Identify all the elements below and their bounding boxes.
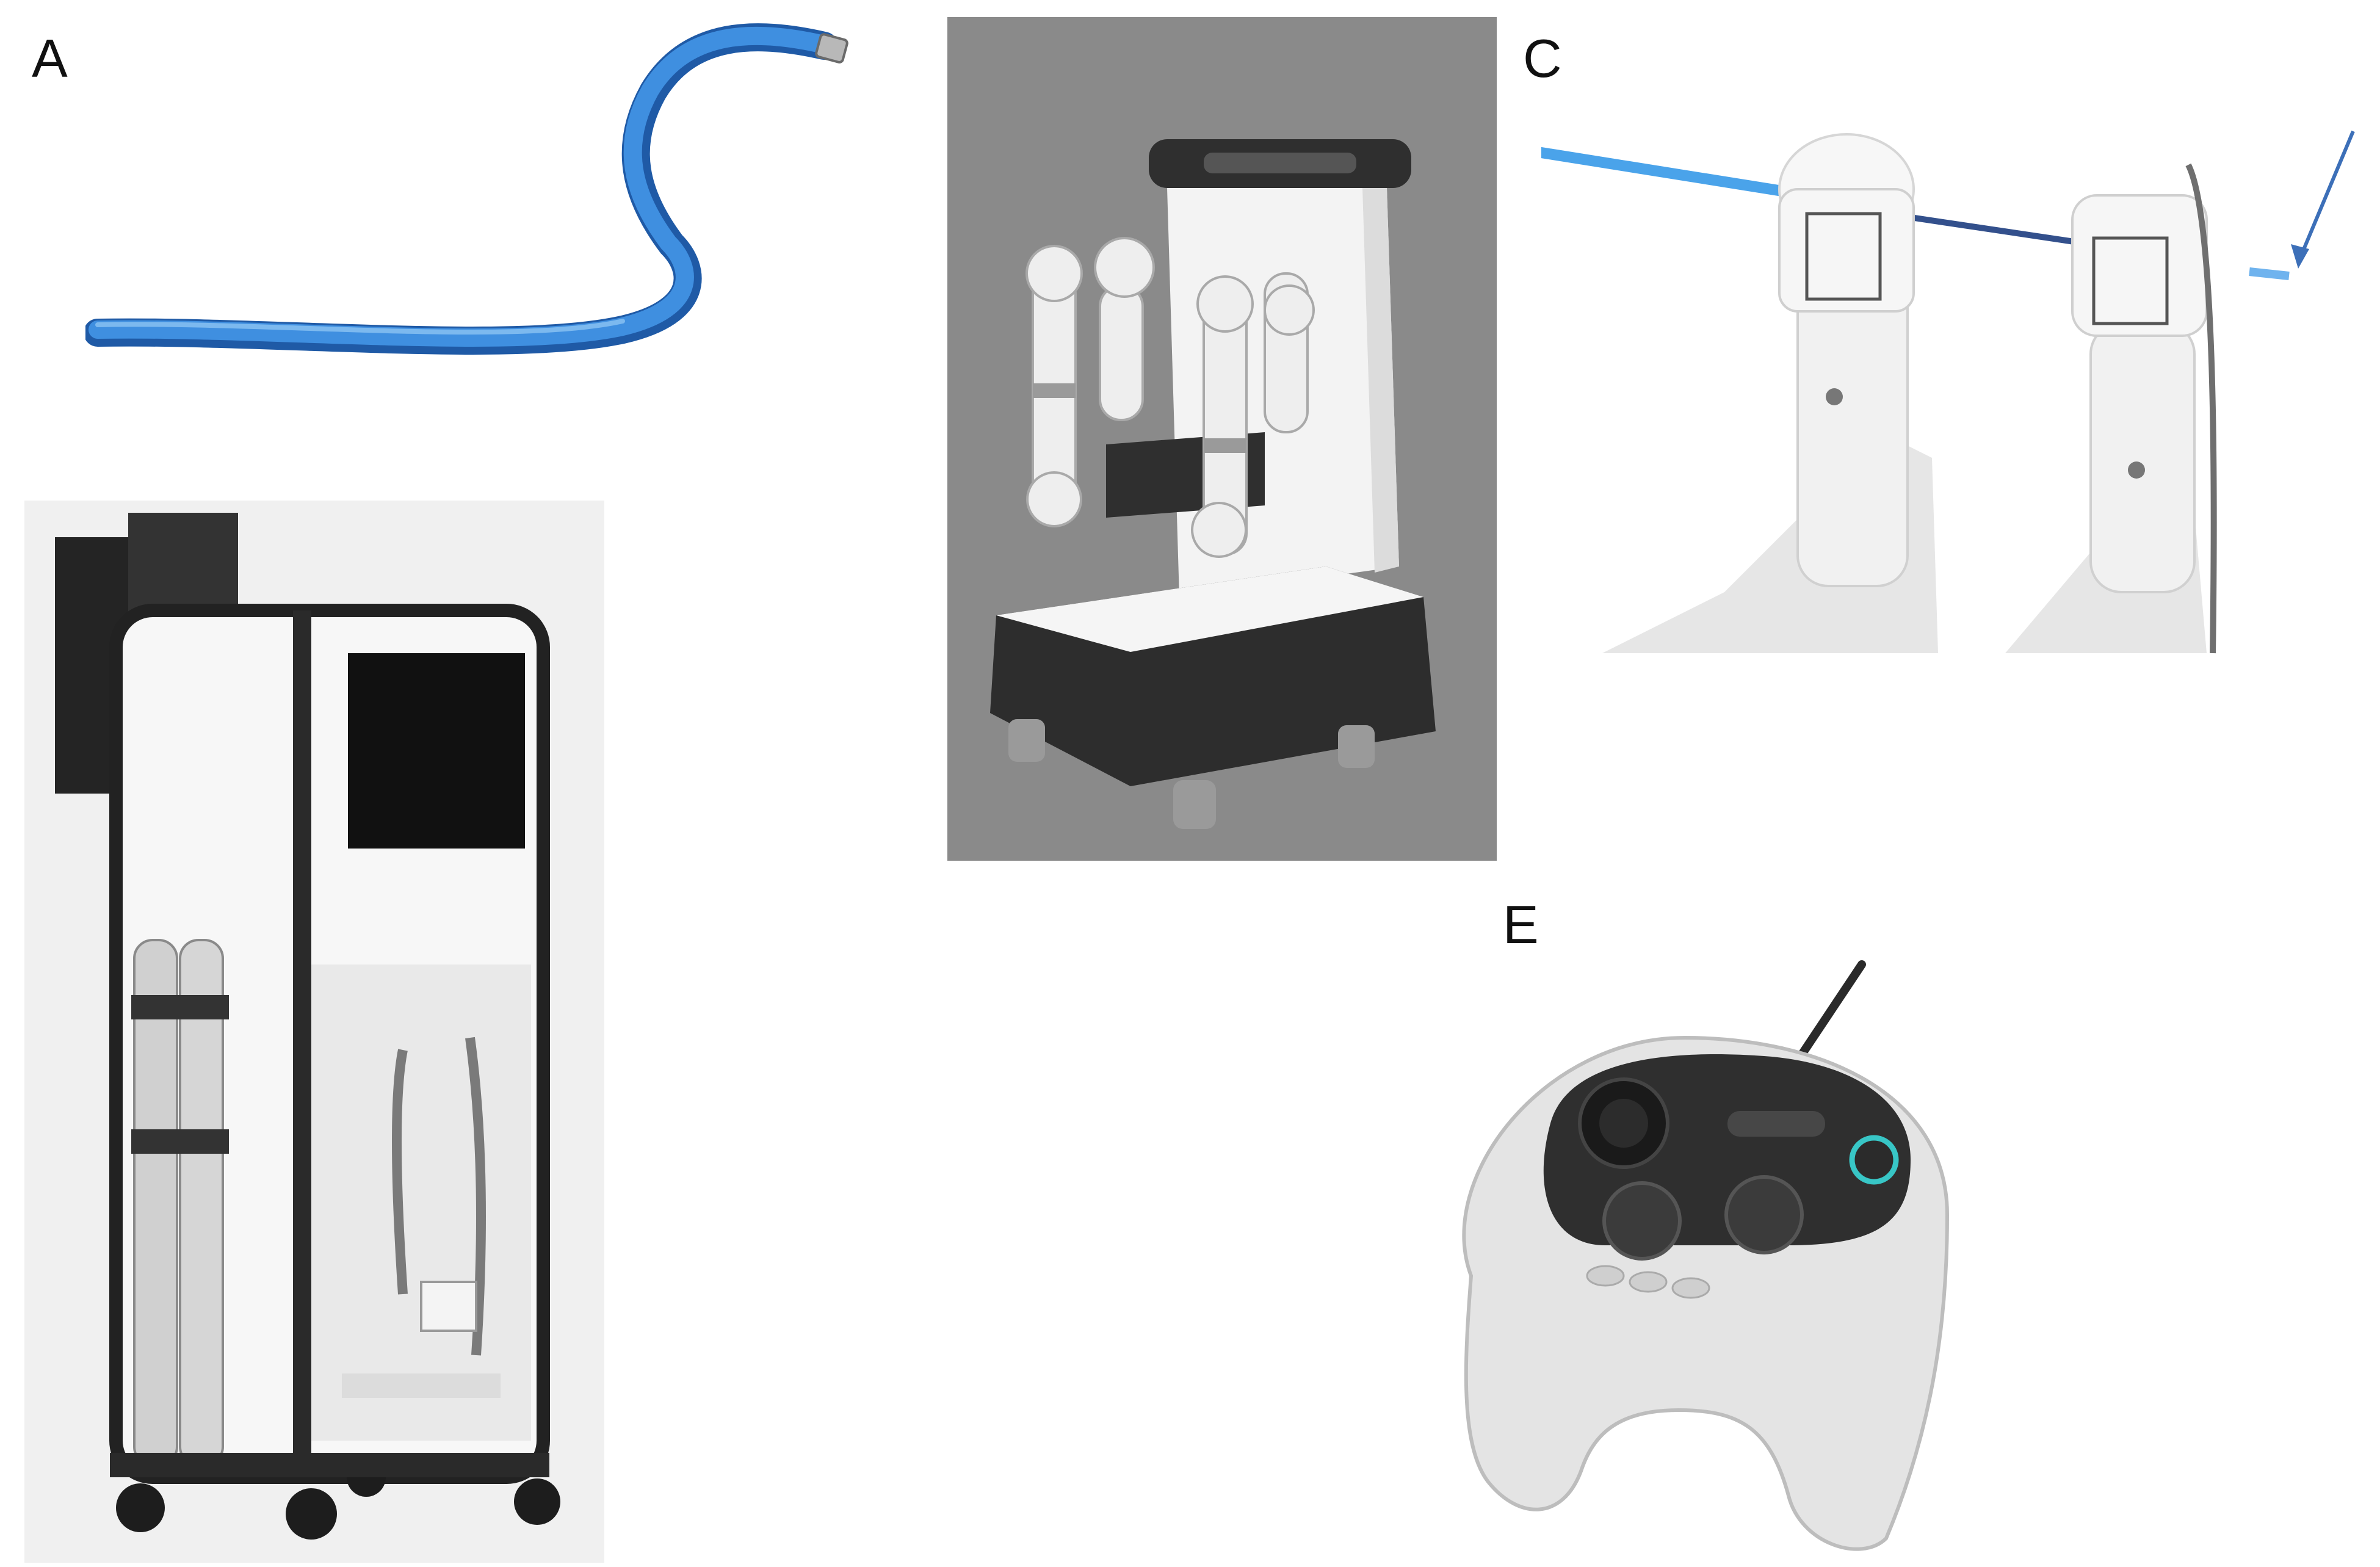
control-tower-illustration <box>24 501 604 1563</box>
panel-e-controller-figure <box>1422 958 1972 1563</box>
instrument-driver-illustration <box>1541 130 2355 654</box>
panel-d-control-tower-figure <box>24 501 604 1563</box>
catheter-illustration <box>85 23 848 355</box>
panel-a-catheter-figure <box>85 12 867 391</box>
panel-label-c: C <box>1523 28 1562 89</box>
panel-b-robotic-cart-figure <box>947 17 1497 861</box>
controller-illustration <box>1462 960 1950 1551</box>
robotic-cart-illustration <box>947 17 1497 861</box>
panel-c-instrument-driver-figure <box>1541 116 2371 665</box>
panel-label-a: A <box>32 28 68 89</box>
panel-label-e: E <box>1503 894 1539 955</box>
